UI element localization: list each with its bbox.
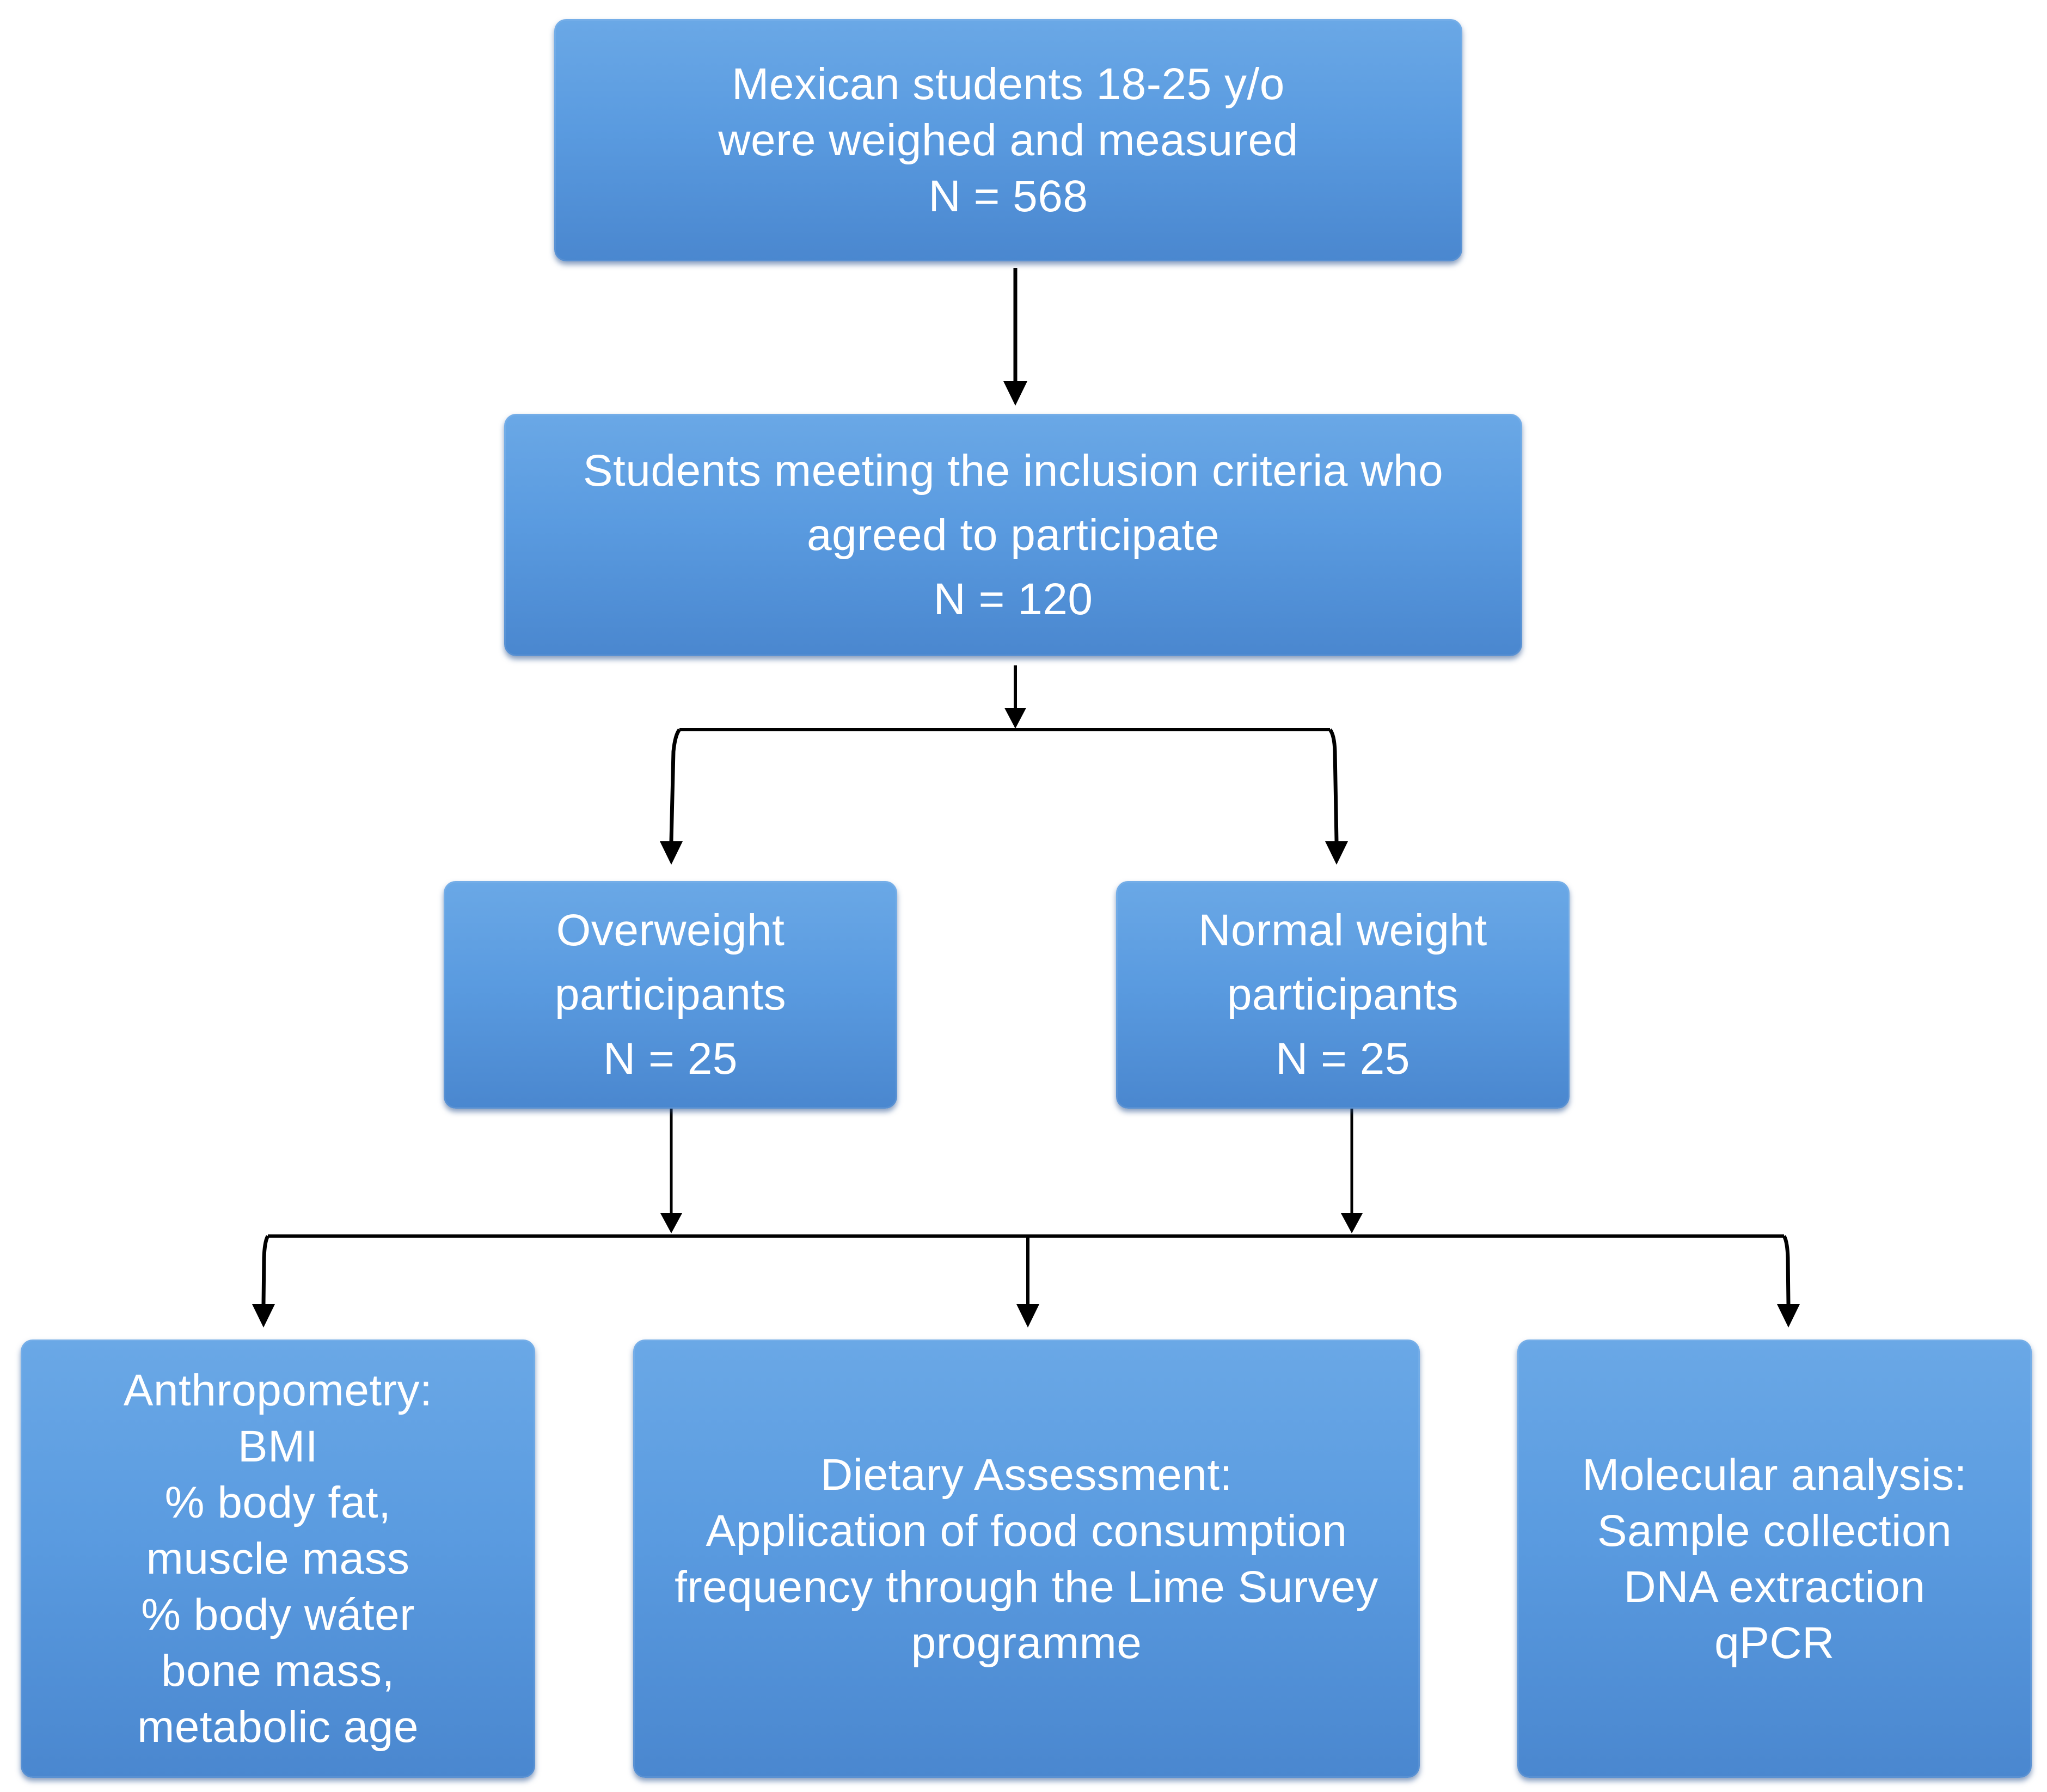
node-screened-line-2: were weighed and measured [718, 115, 1298, 165]
node-screened-students: Mexican students 18-25 y/o were weighed … [554, 19, 1462, 261]
node-overweight-participants: Overweight participants N = 25 [444, 881, 897, 1109]
arrow-split-to-normal [1325, 728, 1348, 865]
node-dietary-line-2: Application of food consumption [706, 1506, 1347, 1556]
node-dietary-line-3: frequency through the Lime Survey [675, 1562, 1378, 1612]
node-anthropometry-line-4: muscle mass [146, 1534, 410, 1583]
node-molecular-line-1: Molecular analysis: [1582, 1449, 1967, 1500]
node-anthropometry-line-1: Anthropometry: [123, 1366, 433, 1415]
node-overweight-line-2: participants [554, 970, 787, 1019]
node-anthropometry: Anthropometry: BMI % body fat, muscle ma… [21, 1340, 535, 1778]
arrow-screened-to-included [1003, 268, 1027, 406]
node-anthropometry-line-7: metabolic age [137, 1702, 419, 1752]
node-molecular-analysis: Molecular analysis: Sample collection DN… [1517, 1340, 2032, 1778]
node-normal-line-3: N = 25 [1276, 1034, 1410, 1084]
arrow-merge-to-dietary [1016, 1236, 1039, 1328]
node-anthropometry-line-2: BMI [237, 1422, 318, 1471]
arrow-merge-to-anthropometry [252, 1235, 275, 1328]
node-included-line-1: Students meeting the inclusion criteria … [583, 445, 1444, 496]
node-dietary-line-1: Dietary Assessment: [820, 1449, 1233, 1500]
node-included-line-3: N = 120 [933, 574, 1093, 624]
node-normal-participants: Normal weight participants N = 25 [1116, 881, 1570, 1109]
arrow-overweight-to-merge [660, 1108, 682, 1233]
node-anthropometry-line-6: bone mass, [161, 1646, 395, 1696]
node-dietary-assessment: Dietary Assessment: Application of food … [633, 1340, 1420, 1778]
node-included-line-2: agreed to participate [806, 510, 1220, 560]
node-screened-line-3: N = 568 [928, 172, 1088, 221]
node-included-students: Students meeting the inclusion criteria … [504, 414, 1522, 656]
arrow-merge-to-molecular [1777, 1235, 1800, 1328]
arrow-included-to-split [679, 665, 1330, 731]
node-anthropometry-line-5: % body wáter [141, 1590, 415, 1640]
node-molecular-line-4: qPCR [1714, 1618, 1835, 1668]
arrow-normal-to-merge [1341, 1108, 1363, 1233]
node-anthropometry-line-3: % body fat, [164, 1478, 391, 1527]
arrow-split-to-overweight [660, 728, 683, 865]
node-overweight-line-1: Overweight [556, 906, 785, 955]
node-overweight-line-3: N = 25 [603, 1034, 738, 1084]
node-screened-line-1: Mexican students 18-25 y/o [732, 59, 1285, 109]
node-normal-line-1: Normal weight [1198, 906, 1487, 955]
node-dietary-line-4: programme [911, 1618, 1142, 1668]
node-molecular-line-3: DNA extraction [1623, 1562, 1926, 1612]
node-normal-line-2: participants [1227, 970, 1459, 1019]
node-molecular-line-2: Sample collection [1597, 1506, 1952, 1556]
